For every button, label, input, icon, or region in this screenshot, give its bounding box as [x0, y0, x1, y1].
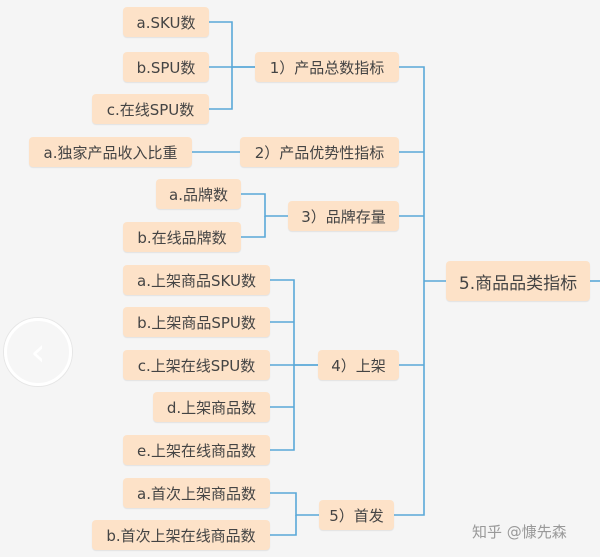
- leaf-node-brand-count[interactable]: a.品牌数: [156, 179, 241, 209]
- leaf-node-exclusive-revenue-share[interactable]: a.独家产品收入比重: [29, 137, 192, 167]
- leaf-node-listed-product-count[interactable]: d.上架商品数: [153, 392, 270, 422]
- chevron-left-icon: ‹: [30, 330, 46, 374]
- group-node-brand-stock[interactable]: 3）品牌存量: [288, 201, 399, 231]
- connector-root: [394, 66, 425, 516]
- watermark: 知乎 @慷先森: [472, 523, 567, 541]
- leaf-node-listed-online-spu-count[interactable]: c.上架在线SPU数: [123, 350, 270, 380]
- leaf-node-spu-count[interactable]: b.SPU数: [123, 52, 209, 82]
- prev-nav-button[interactable]: ‹: [4, 318, 72, 386]
- root-node[interactable]: 5.商品品类指标: [446, 261, 590, 301]
- group-node-product-advantage[interactable]: 2）产品优势性指标: [240, 137, 399, 167]
- connector-g5-a: [270, 492, 319, 516]
- leaf-node-listed-online-product-count[interactable]: e.上架在线商品数: [123, 435, 270, 465]
- leaf-node-listed-spu-count[interactable]: b.上架商品SPU数: [123, 307, 270, 337]
- connector-g1-c: [209, 67, 233, 110]
- connector-g3-b: [241, 216, 266, 238]
- leaf-node-sku-count[interactable]: a.SKU数: [123, 7, 209, 37]
- connector-g5-b: [270, 515, 297, 536]
- group-node-first-launch[interactable]: 5）首发: [319, 500, 394, 530]
- leaf-node-first-listed-count[interactable]: a.首次上架商品数: [123, 478, 270, 508]
- leaf-node-online-brand-count[interactable]: b.在线品牌数: [123, 222, 241, 252]
- group-node-product-total[interactable]: 1）产品总数指标: [255, 52, 399, 82]
- group-node-listing[interactable]: 4）上架: [318, 350, 399, 380]
- connector-g4-e: [270, 365, 295, 451]
- leaf-node-first-listed-online-count[interactable]: b.首次上架在线商品数: [92, 520, 270, 550]
- connector-g1-a: [209, 21, 255, 68]
- leaf-node-online-spu-count[interactable]: c.在线SPU数: [92, 94, 209, 124]
- connector-g3-a: [241, 193, 288, 217]
- leaf-node-listed-sku-count[interactable]: a.上架商品SKU数: [123, 265, 270, 295]
